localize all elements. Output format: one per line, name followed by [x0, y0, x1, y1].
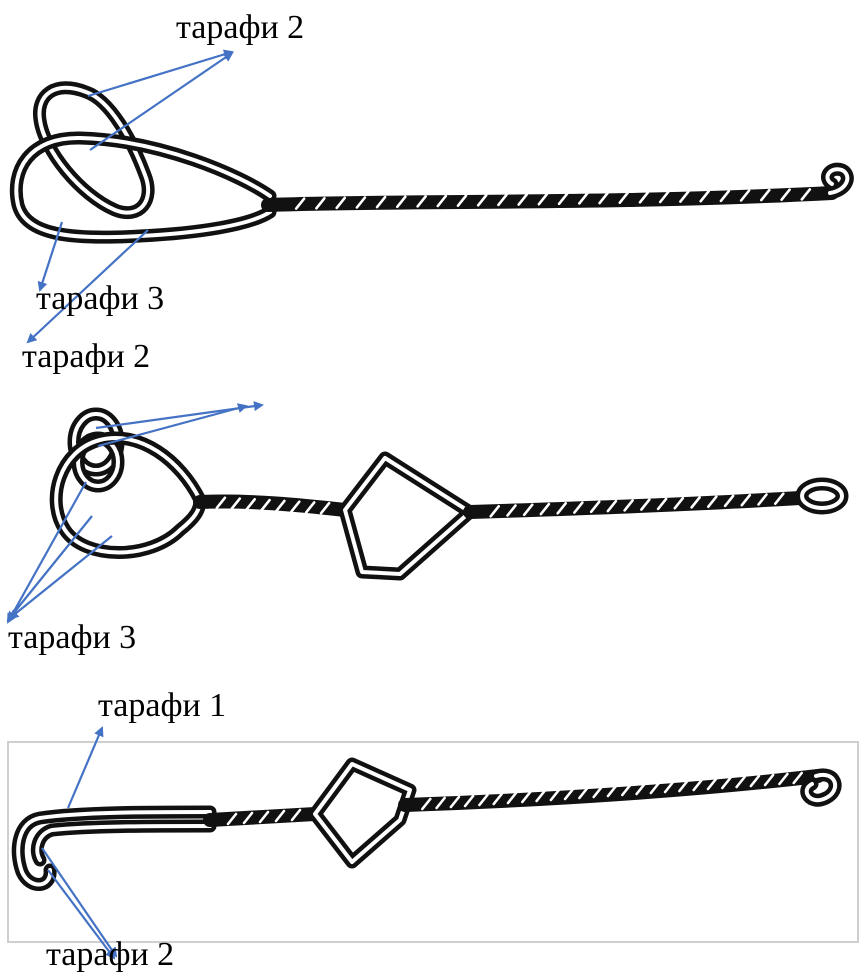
- top-panel: тарафи 2 тарафи 3: [8, 9, 866, 344]
- middle-label-lower: тарафи 3: [8, 619, 136, 656]
- middle-wire-drawing: [49, 407, 849, 581]
- bottom-arrow-3: [47, 869, 116, 960]
- middle-arrow-4: [6, 515, 93, 622]
- bottom-wire-drawing: [11, 757, 842, 891]
- bottom-arrow-1: [66, 726, 104, 809]
- top-label-lower: тарафи 3: [36, 280, 164, 317]
- bottom-arrow-2: [41, 847, 118, 958]
- bottom-arrows: [41, 726, 118, 960]
- middle-label-upper: тарафи 2: [22, 338, 150, 375]
- bottom-label-lower: тарафи 2: [46, 936, 174, 973]
- middle-panel: тарафи 2: [6, 338, 849, 656]
- top-arrow-2: [89, 51, 234, 151]
- top-arrows: [26, 49, 234, 344]
- bottom-label-upper: тарафи 1: [98, 687, 226, 724]
- middle-arrow-3: [7, 481, 87, 624]
- bottom-panel: тарафи 1 тарафи 2: [7, 687, 859, 973]
- middle-arrow-5: [8, 535, 113, 620]
- top-wire-drawing: [9, 81, 854, 244]
- bottom-frame: [7, 741, 859, 943]
- top-label-upper: тарафи 2: [176, 9, 304, 46]
- middle-arrows: [6, 401, 264, 624]
- top-arrow-3: [37, 221, 64, 292]
- top-arrow-4: [26, 229, 149, 344]
- middle-arrow-2: [97, 403, 248, 448]
- top-arrow-1: [87, 49, 234, 98]
